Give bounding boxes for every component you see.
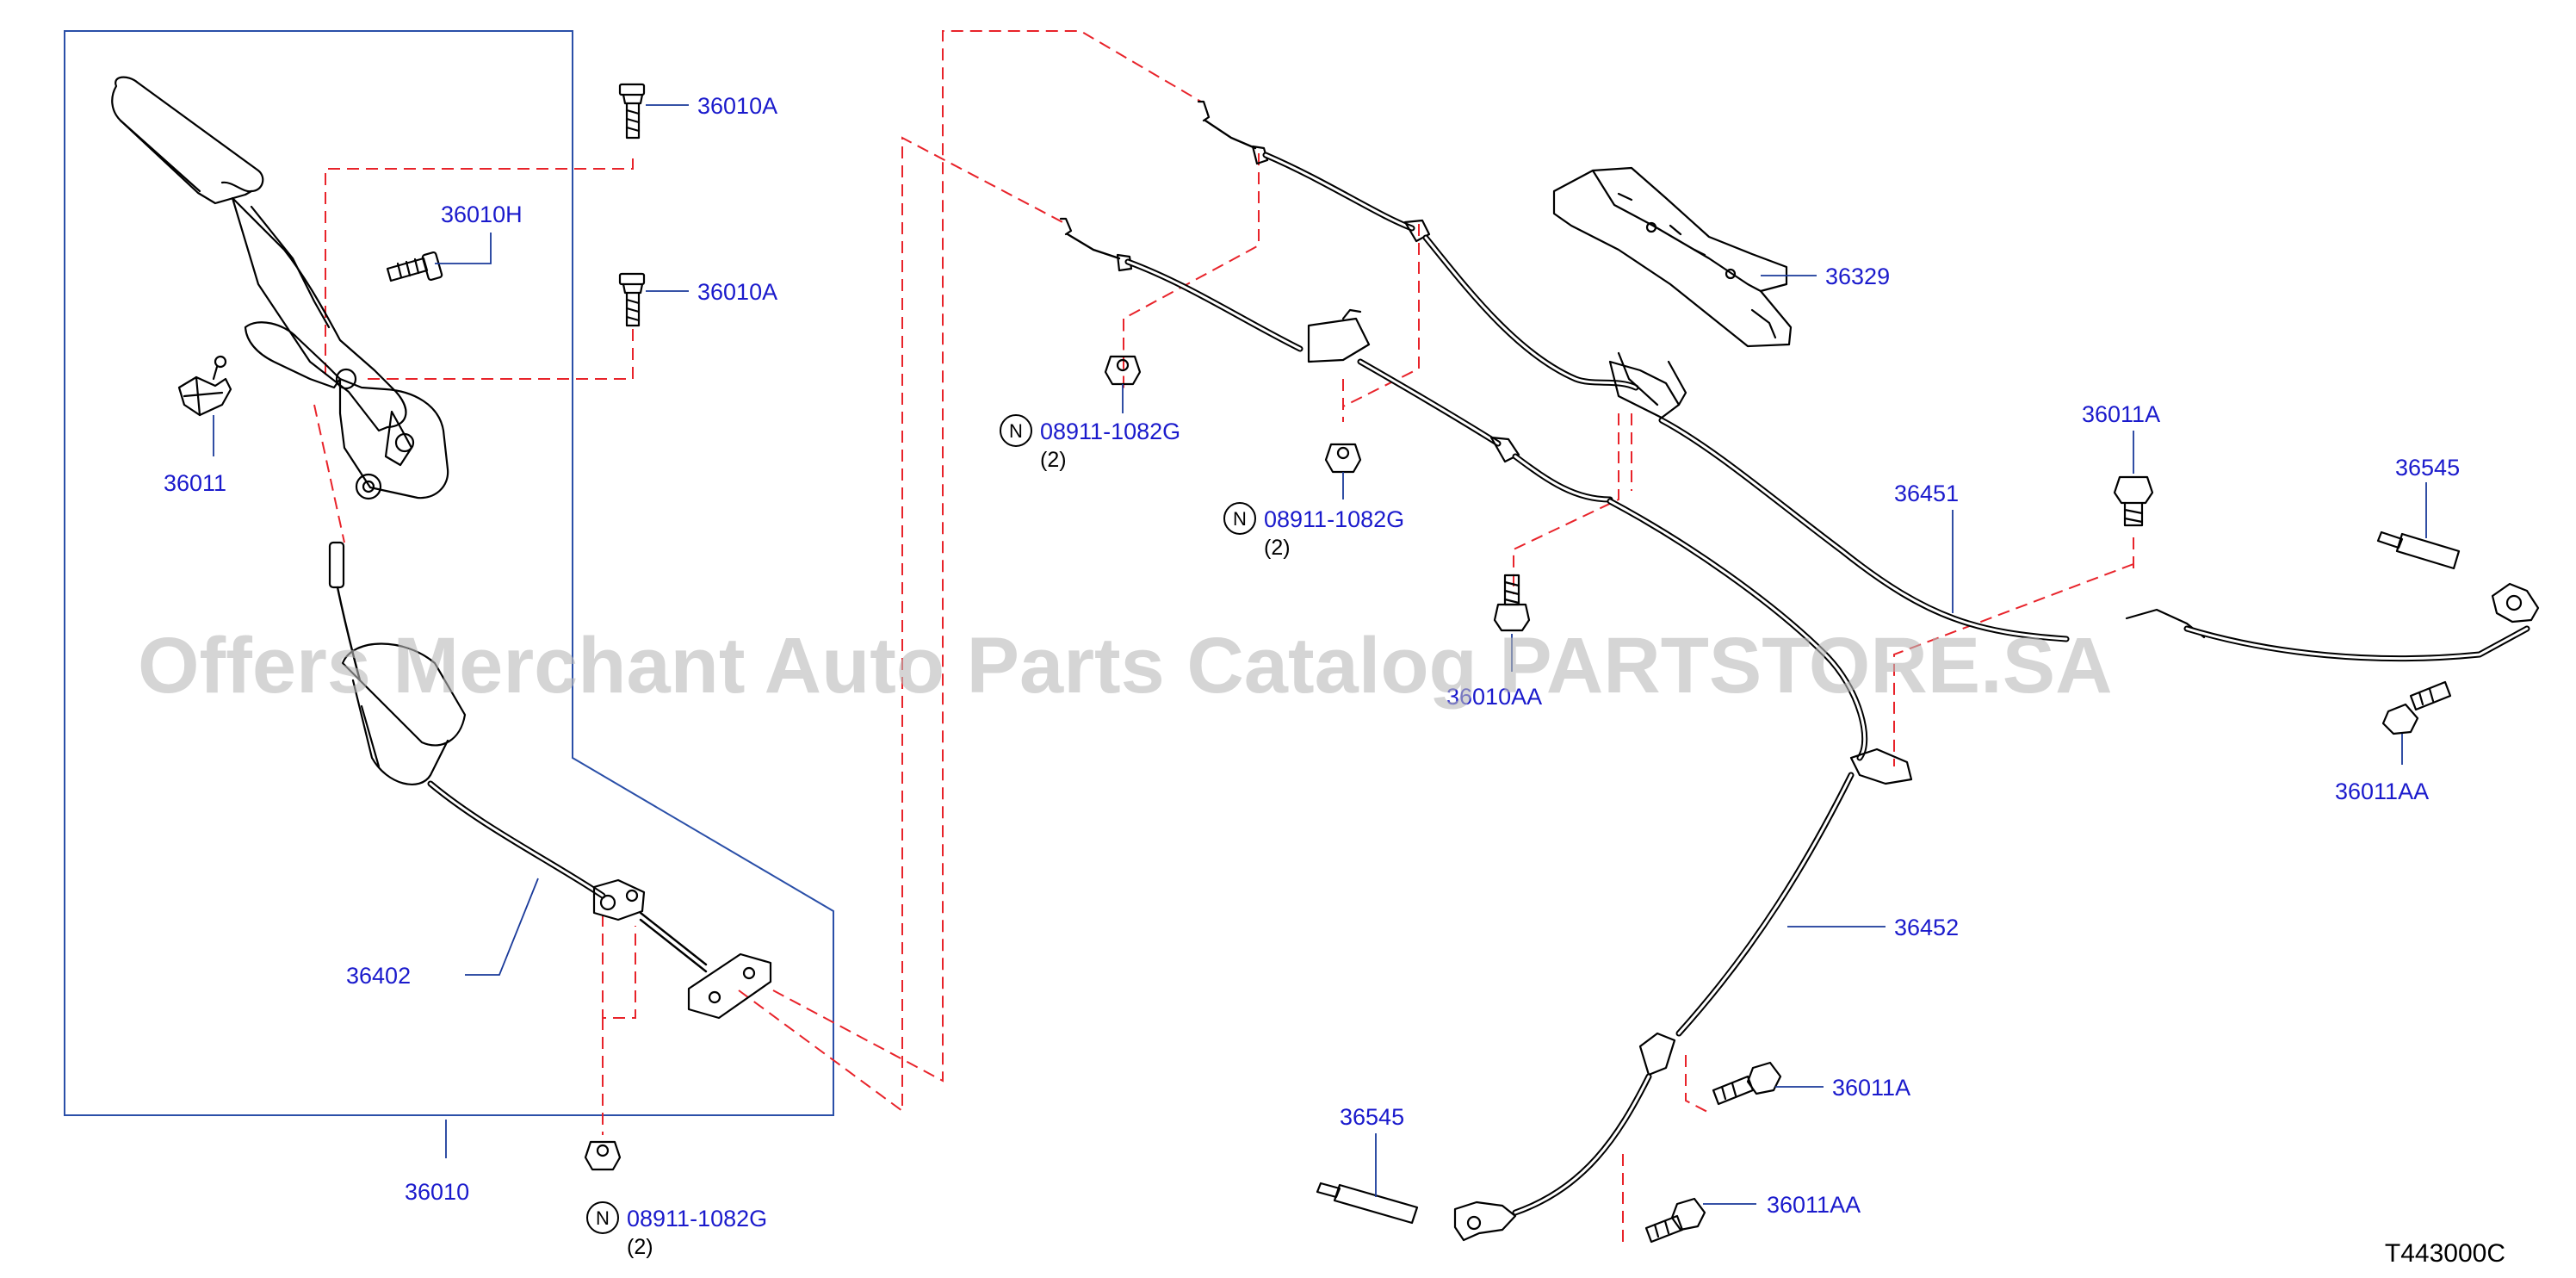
callout-36010: 36010 <box>405 1179 469 1205</box>
nut-08911-upper-icon <box>1104 355 1142 386</box>
callout-36545-top: 36545 <box>2395 455 2460 481</box>
callout-36011a-lower: 36011A <box>1832 1075 1910 1101</box>
callout-36010aa: 36010AA <box>1446 684 1542 710</box>
callout-36011: 36011 <box>164 470 226 496</box>
callout-08911-1082g-second: 08911-1082G <box>1264 506 1404 532</box>
nut-marker-2: N <box>1223 502 1256 535</box>
rear-cable-36452 <box>1059 217 1913 1242</box>
bolt-36011a-lower-icon <box>1712 1061 1782 1106</box>
callout-36452: 36452 <box>1894 915 1959 940</box>
rod-36545-lower-icon <box>1316 1182 1419 1225</box>
rod-36545-top-icon <box>2376 530 2461 570</box>
svg-text:N: N <box>1233 508 1247 530</box>
diagram-code: T443000C <box>2385 1239 2505 1268</box>
quantity-08911-first: (2) <box>1040 448 1067 472</box>
nut-08911-middle-icon <box>1324 443 1362 474</box>
bolt-36010aa-icon <box>1493 574 1531 632</box>
quantity-08911-second: (2) <box>1264 536 1291 560</box>
bolt-36010a-top-icon <box>618 83 646 140</box>
svg-text:N: N <box>596 1207 610 1229</box>
callout-36010h: 36010H <box>441 202 523 227</box>
bolt-36011aa-right-icon <box>2381 680 2452 735</box>
callout-36011aa-lower: 36011AA <box>1767 1192 1861 1218</box>
leader-lines <box>213 104 2427 1205</box>
callout-36545-lower: 36545 <box>1340 1104 1404 1130</box>
dashed-reference-lines <box>313 30 2134 1247</box>
nut-08911-bottom-icon <box>584 1140 622 1171</box>
bracket-36329-icon <box>1552 166 1793 348</box>
callout-36011aa-right: 36011AA <box>2335 779 2429 804</box>
callout-36451: 36451 <box>1894 481 1959 506</box>
bolt-36011a-top-icon <box>2113 475 2154 527</box>
nut-marker-3: N <box>586 1201 619 1234</box>
front-cable-36402 <box>328 541 772 1020</box>
clip-36011-icon <box>177 355 232 417</box>
callout-36402: 36402 <box>346 963 411 989</box>
nut-marker-1: N <box>1000 414 1032 447</box>
callout-08911-1082g-third: 08911-1082G <box>627 1206 767 1231</box>
screw-36010h-icon <box>386 251 443 282</box>
callout-36010a-top: 36010A <box>697 93 777 119</box>
bolt-36011aa-lower-icon <box>1644 1197 1706 1244</box>
callout-36011a-top: 36011A <box>2082 401 2160 427</box>
watermark-text: Offers Merchant Auto Parts Catalog PARTS… <box>138 622 2113 710</box>
assembly-frame-36010 <box>64 30 834 1116</box>
svg-text:N: N <box>1009 420 1023 442</box>
rear-cable-36451 <box>1197 100 2540 662</box>
hand-brake-lever <box>111 76 449 500</box>
quantity-08911-third: (2) <box>627 1235 653 1259</box>
callout-08911-1082g-first: 08911-1082G <box>1040 419 1180 444</box>
callout-36329: 36329 <box>1825 264 1890 289</box>
bolt-36010a-lower-icon <box>618 272 646 327</box>
callout-36010a-lower: 36010A <box>697 279 777 305</box>
